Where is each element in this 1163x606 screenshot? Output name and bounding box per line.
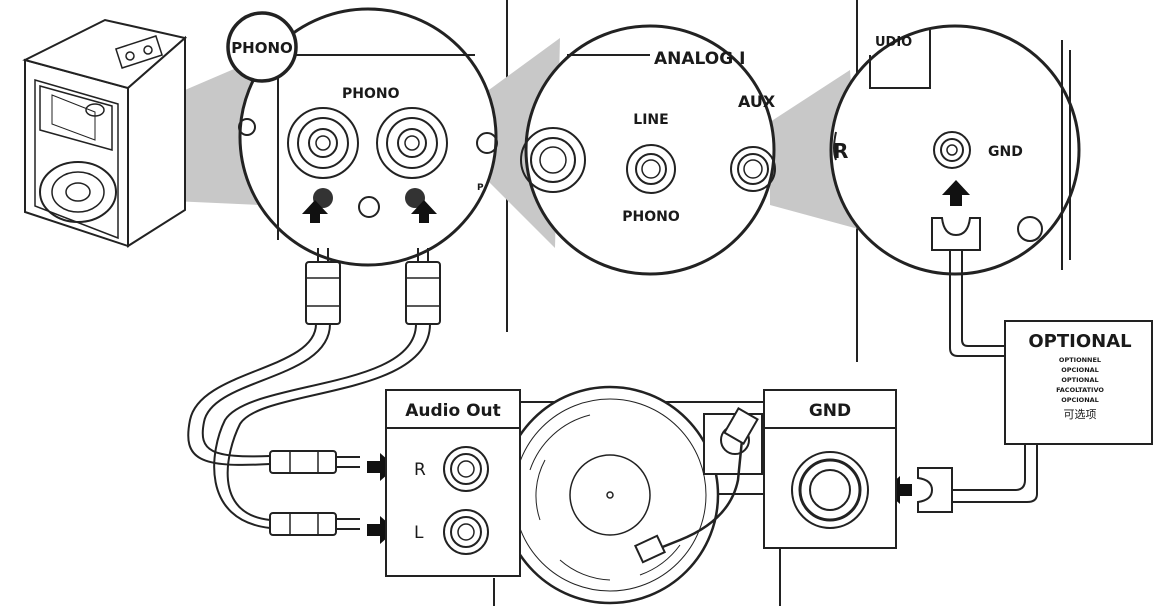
- phono-plug-right: [405, 188, 425, 208]
- up-arrow-icon: [411, 200, 437, 223]
- gnd-callout-label: GND: [988, 144, 1023, 160]
- record-label: [569, 454, 651, 536]
- optional-title: OPTIONAL: [1028, 331, 1131, 352]
- tonearm: [659, 439, 744, 550]
- phono-jack-left: [287, 107, 359, 179]
- speaker-illustration: [22, 18, 188, 248]
- turntable-platter: [500, 385, 720, 605]
- gnd-panel-title: GND: [809, 401, 851, 421]
- audio-out-l-label: L: [414, 523, 424, 543]
- up-arrow-icon: [302, 200, 328, 223]
- line-label: LINE: [633, 112, 668, 128]
- svg-text:P: P: [477, 183, 484, 193]
- phono-plug-left: [313, 188, 333, 208]
- ground-wire: [884, 250, 1038, 513]
- optional-translation: OPCIONAL: [1061, 396, 1099, 404]
- aux-label: AUX: [738, 92, 776, 111]
- phono-panel-label: PHONO: [342, 86, 400, 102]
- audio-out-r-label: R: [414, 460, 426, 480]
- gnd-panel-terminal: [791, 451, 869, 529]
- audio-fragment-label: UDIO: [875, 35, 912, 50]
- phono-jack-right: [376, 107, 448, 179]
- left-arrow-icon: [884, 476, 912, 504]
- right-arrow-icon: [367, 516, 396, 544]
- optional-translation: OPCIONAL: [1061, 366, 1099, 374]
- audio-out-l-jack: [443, 509, 489, 555]
- optional-translation: 可选项: [1064, 408, 1097, 421]
- r-fragment-label: R: [833, 139, 848, 163]
- optional-translation: OPTIONAL: [1061, 376, 1098, 384]
- phono-input-callout: PHONO P: [238, 7, 498, 267]
- right-arrow-icon: [367, 453, 396, 481]
- optional-translation: FACOLTATIVO: [1056, 386, 1104, 394]
- line-jack: [626, 144, 676, 194]
- optional-translation: OPTIONNEL: [1059, 356, 1101, 364]
- gnd-callout: GND UDIO R: [829, 24, 1081, 276]
- analog-input-callout: ANALOG I LINE AUX PHONO: [520, 24, 776, 276]
- audio-out-r-jack: [443, 446, 489, 492]
- gnd-panel: GND: [763, 389, 897, 549]
- gnd-terminal: [933, 131, 971, 169]
- audio-out-panel: Audio Out R L: [385, 389, 521, 577]
- phono-badge: PHONO: [226, 11, 298, 83]
- phono-under-line-label: PHONO: [622, 209, 680, 225]
- analog-header: ANALOG I: [654, 49, 745, 69]
- optional-box: OPTIONAL OPTIONNEL OPCIONAL OPTIONAL FAC…: [1004, 320, 1153, 445]
- up-arrow-icon: [942, 180, 970, 206]
- rca-cables: [187, 248, 441, 544]
- phono-ground-screw: [358, 196, 380, 218]
- aux-jack: [730, 146, 776, 192]
- audio-out-title: Audio Out: [405, 401, 501, 421]
- phono-badge-label: PHONO: [231, 39, 293, 57]
